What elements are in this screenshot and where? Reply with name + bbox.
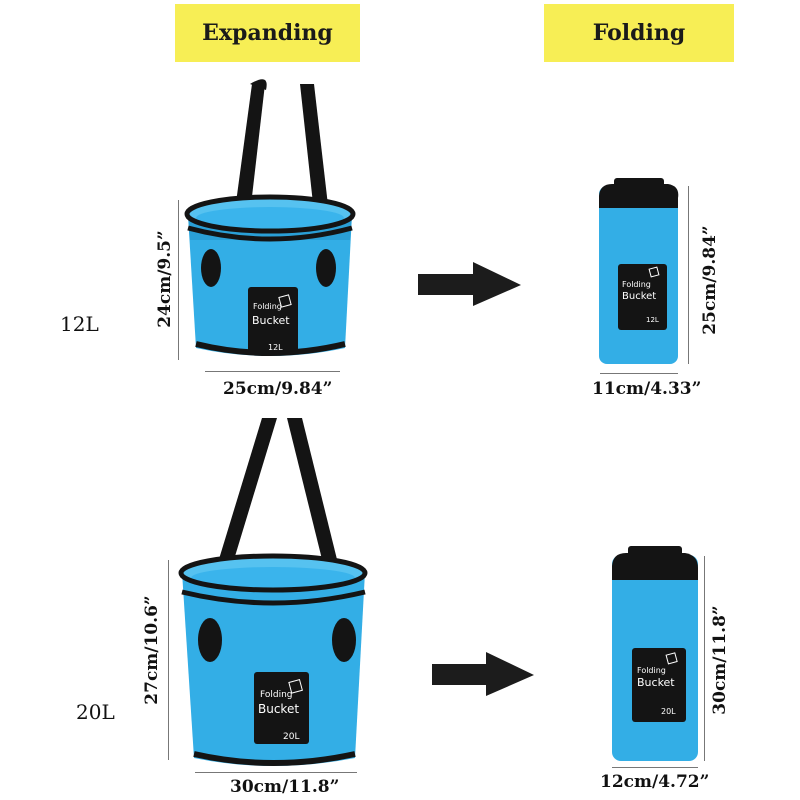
folded-12l-label-line1: Folding [622,280,651,289]
bucket-12l-label-line2: Bucket [252,314,290,327]
folded-12l-label-line2: Bucket [622,291,656,302]
expanding-banner: Expanding [175,4,360,62]
folded-20l-label-size: 20L [661,707,676,716]
bucket-12l-label-size: 12L [268,343,283,352]
bucket-12l-width-line [205,371,340,372]
expanding-title: Expanding [202,20,333,46]
bucket-20l-height-line [168,560,169,760]
size-label-20l: 20L [76,700,115,724]
folded-20l-label-line2: Bucket [637,676,675,689]
bucket-20l-label-size: 20L [283,732,299,742]
bucket-12l-height-line [178,200,179,360]
size-label-12l: 12L [60,312,99,336]
folding-title: Folding [592,20,686,46]
bucket-20l-label-line2: Bucket [258,702,299,716]
bucket-20l-label-line1: Folding [260,690,293,700]
folded-20l-width: 12cm/4.72” [600,772,710,792]
bucket-12l-label-line1: Folding [253,302,282,311]
bucket-20l-width: 30cm/11.8” [230,777,340,797]
folded-12l-height-line [688,186,689,364]
bucket-12l-width: 25cm/9.84” [223,379,333,399]
folding-banner: Folding [544,4,734,62]
folded-12l-width: 11cm/4.33” [592,379,702,399]
folded-20l-height-line [704,556,705,761]
folded-12l-label-size: 12L [646,316,659,324]
folded-12l-width-line [600,373,678,374]
folded-20l-label-line1: Folding [637,666,666,675]
folded-20l-height: 30cm/11.8” [710,605,730,715]
bucket-20l-width-line [195,772,357,773]
folded-20l-width-line [612,767,698,768]
